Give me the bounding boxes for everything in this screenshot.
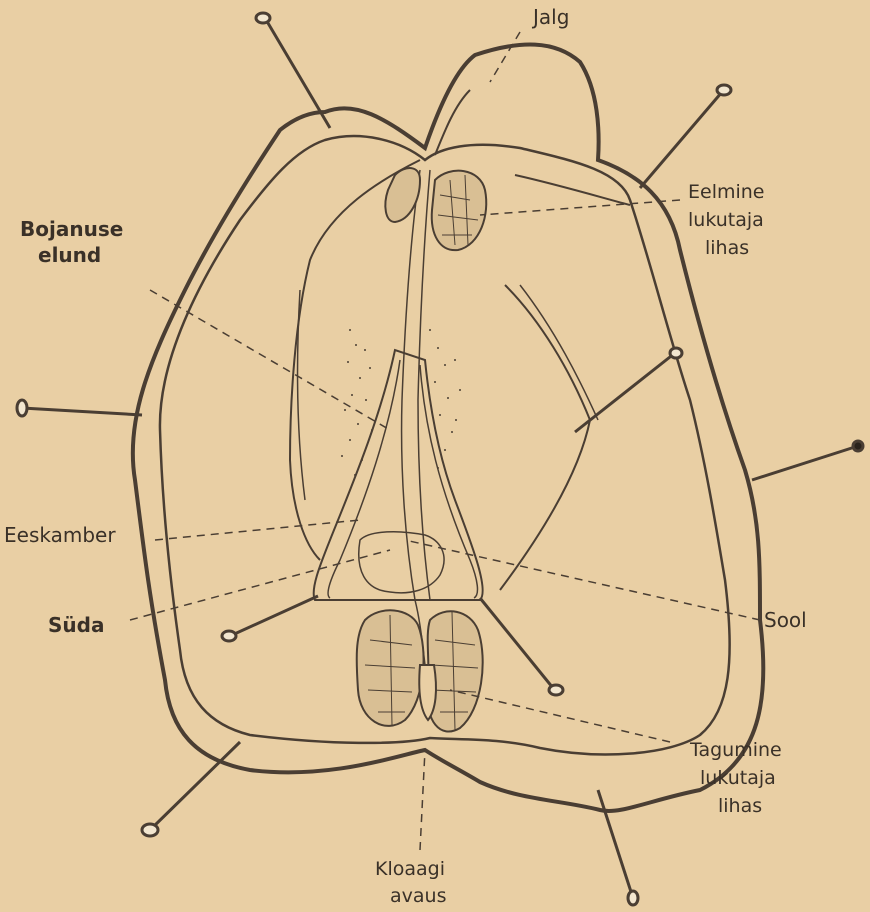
leader-eesmine: [480, 200, 680, 215]
label-eesmine-line3: lihas: [705, 237, 749, 259]
right-body-lobe: [500, 175, 630, 590]
leader-tagumine: [450, 690, 670, 742]
label-jalg: Jalg: [531, 5, 569, 29]
leader-kloaagi: [420, 750, 425, 850]
label-eeskamber: Eeskamber: [4, 523, 116, 547]
anterior-adductor-muscle: [385, 168, 486, 250]
label-soot: Sool: [764, 608, 807, 632]
left-body-lobe-inner: [297, 290, 305, 500]
label-tagumine-line3: lihas: [718, 795, 762, 817]
label-kloaagi-line2: avaus: [390, 885, 446, 907]
leader-bojanuse: [150, 290, 390, 430]
leader-soot: [405, 540, 760, 620]
label-bojanuse-line2: elund: [38, 243, 101, 267]
leader-jalg: [490, 32, 520, 82]
posterior-adductor-muscle: [357, 610, 483, 731]
label-kloaagi-line1: Kloaagi: [375, 858, 445, 880]
heart-outline: [359, 532, 444, 593]
label-suda: Süda: [48, 613, 104, 637]
label-tagumine-line2: lukutaja: [700, 767, 776, 789]
label-eesmine-line1: Eelmine: [688, 181, 765, 203]
right-body-lobe-inner: [520, 285, 598, 420]
label-eesmine-line2: lukutaja: [688, 209, 764, 231]
intestine-line: [402, 170, 425, 665]
label-tagumine-line1: Tagumine: [689, 739, 782, 761]
leader-eeskamber: [155, 520, 360, 540]
label-bojanuse-line1: Bojanuse: [20, 217, 123, 241]
